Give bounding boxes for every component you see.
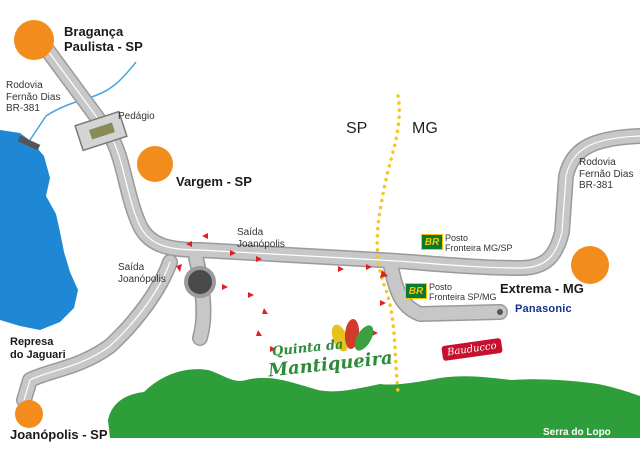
- toll-label: Pedágio: [118, 111, 155, 122]
- road-label-fernao-dias-left: Rodovia Fernão Dias BR-381: [6, 80, 61, 114]
- roundabout: [184, 266, 216, 298]
- br-posto-icon: BR: [405, 283, 427, 299]
- serra-label: Serra do Lopo: [543, 427, 611, 438]
- city-label-joanopolis: Joanópolis - SP: [10, 427, 108, 442]
- posto-label-1: Posto Fronteira MG/SP: [445, 233, 513, 254]
- panasonic-dot: [497, 309, 503, 315]
- route-arrows: [176, 233, 388, 352]
- serra-hills: [108, 369, 640, 438]
- posto-label-2: Posto Fronteira SP/MG: [429, 282, 497, 303]
- state-label-mg: MG: [412, 120, 438, 137]
- leaf-logo: [331, 319, 374, 352]
- state-label-sp: SP: [346, 120, 368, 137]
- city-marker-vargem: [137, 146, 173, 182]
- city-markers: [14, 20, 609, 428]
- exit-label-1: Saída Joanópolis: [237, 227, 285, 250]
- state-border: [375, 94, 402, 394]
- city-label-extrema: Extrema - MG: [500, 281, 584, 296]
- road-label-fernao-dias-right: Rodovia Fernão Dias BR-381: [579, 157, 634, 191]
- city-marker-extrema: [571, 246, 609, 284]
- panasonic-label: Panasonic: [515, 303, 572, 315]
- city-marker-joanopolis: [15, 400, 43, 428]
- reservoir-label: Represa do Jaguari: [10, 336, 66, 361]
- br-posto-icon: BR: [421, 234, 443, 250]
- city-marker-braganca: [14, 20, 54, 60]
- reservoir: [0, 130, 78, 330]
- city-label-vargem: Vargem - SP: [176, 174, 252, 189]
- dam-marker: [17, 135, 41, 151]
- exit-label-2: Saída Joanópolis: [118, 262, 166, 285]
- toll-gate: [89, 122, 115, 140]
- city-label-braganca: Bragança Paulista - SP: [64, 24, 143, 54]
